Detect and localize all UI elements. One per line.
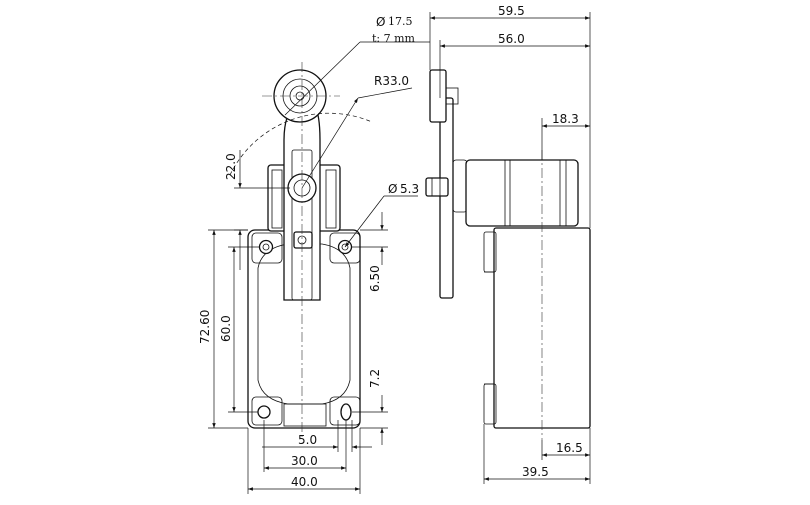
hole-offset-bottom-label: 7.2 [368,369,382,388]
top-height-label: 22.0 [224,153,238,180]
side-view [425,69,591,440]
mount-hole-diameter-label: 5.3 [400,182,419,196]
top-left-mount-hole [258,239,274,255]
side-shaft-nut [425,177,449,197]
hole-spacing-horizontal-label: 30.0 [291,454,318,468]
lever-radius-label: R33.0 [374,74,409,88]
top-right-ear [329,232,361,264]
hole-spacing-vertical-label: 60.0 [219,315,233,342]
side-roller [429,69,447,123]
hole-offset-side-label: 5.0 [298,433,317,447]
body-width-label: 40.0 [291,475,318,489]
mount-hole-diameter-symbol: Ø [388,182,397,196]
front-view-dimensions: Ø 17.5 t: 7 mm R33.0 Ø 5.3 22.0 72.60 60… [198,15,430,494]
side-total-length-label: 59.5 [498,4,525,18]
front-view [247,62,361,440]
hole-offset-top-label: 6.50 [368,265,382,292]
side-head-housing [465,159,579,227]
side-lever-plate [439,97,454,299]
side-view-dimensions: 59.5 56.0 18.3 16.5 39.5 [429,4,591,484]
roller-diameter-label: 17.5 [388,15,413,28]
side-lever-length-label: 56.0 [498,32,525,46]
side-shaft-offset-label: 18.3 [552,112,579,126]
side-body-depth-label: 39.5 [522,465,549,479]
switch-body-inner-cavity [257,243,351,405]
bottom-left-ear [251,396,283,426]
body-height-total-label: 72.60 [198,310,212,344]
side-base-offset-label: 16.5 [556,441,583,455]
top-left-ear [251,232,283,264]
roller-thickness-label: t: 7 mm [372,32,416,45]
bottom-right-ear [329,396,361,426]
lever-nut [293,231,313,249]
bottom-right-mount-slot [340,403,352,421]
roller-diameter-symbol: Ø [376,15,385,29]
bottom-left-mount-hole [257,405,271,419]
